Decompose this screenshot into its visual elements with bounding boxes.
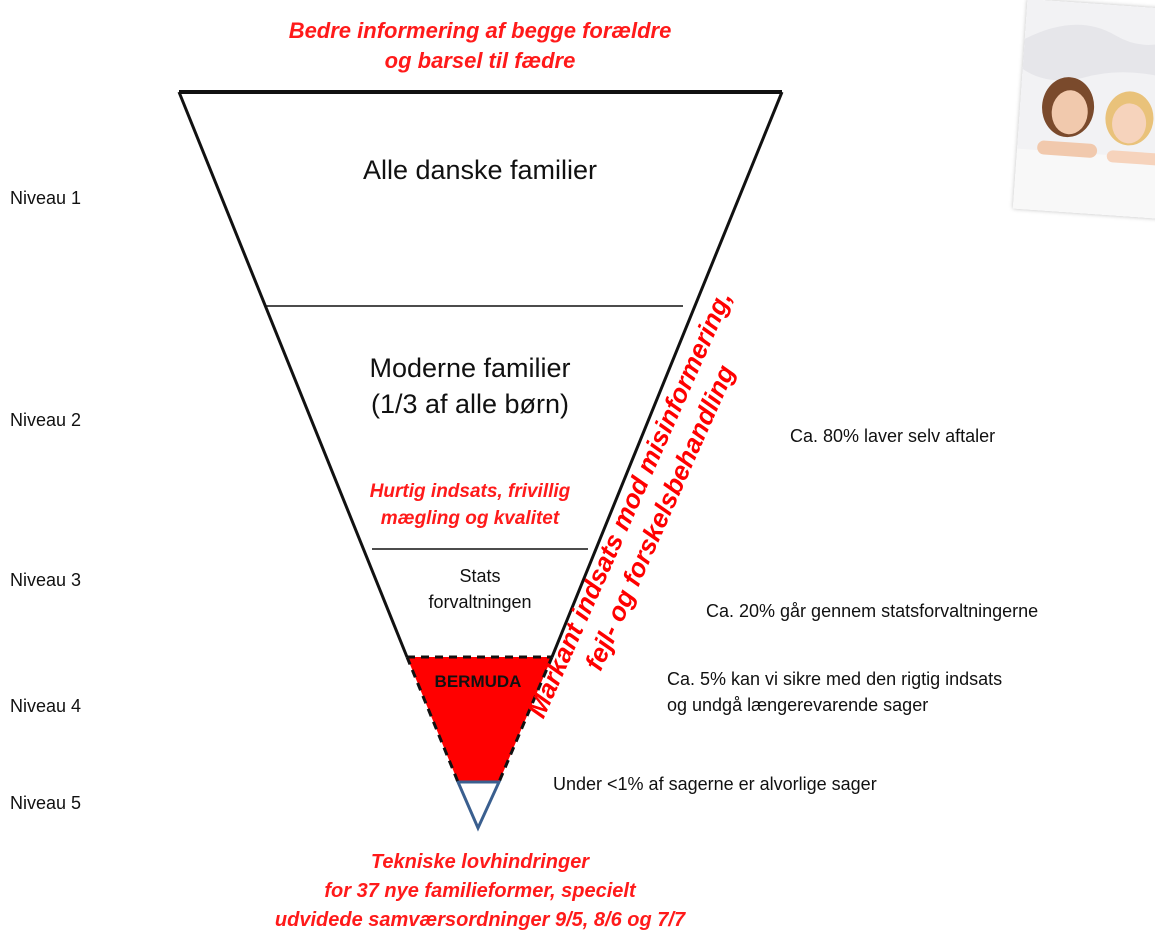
bermuda-label: BERMUDA [434,672,522,691]
bottom-caption-line2: for 37 nye familieformer, specielt [324,880,636,902]
level-3-label: Niveau 3 [10,570,82,590]
level-4-label: Niveau 4 [10,696,82,716]
stat-level4-line1: Ca. 5% kan vi sikre med den rigtig indsa… [667,669,1003,689]
family-photo-illustration [1012,0,1155,219]
section1-label: Alle danske familier [362,155,598,185]
family-photo [1012,0,1155,219]
section2-note-line1: Hurtig indsats, frivillig [369,481,571,502]
bottom-caption-line3: udvidede samværsordninger 9/5, 8/6 og 7/… [274,909,686,931]
level-5-label: Niveau 5 [10,793,82,813]
section2-line2: (1/3 af alle børn) [370,389,570,419]
bottom-caption-line1: Tekniske lovhindringer [370,851,590,873]
stat-level4: Ca. 5% kan vi sikre med den rigtig indsa… [667,666,1002,718]
top-caption: Bedre informering af begge forældre og b… [230,16,730,76]
section3-line2: forvaltningen [428,592,532,612]
bermuda-section [407,657,552,782]
top-caption-line1: Bedre informering af begge forældre [288,18,672,43]
level-1-label: Niveau 1 [10,188,82,208]
funnel-body [179,92,782,830]
section2-label: Moderne familier (1/3 af alle børn) [270,350,670,422]
stat-level3: Ca. 20% går gennem statsforvaltningerne [706,601,1039,621]
section2-note: Hurtig indsats, frivillig mægling og kva… [330,478,610,532]
section3-line1: Stats [459,566,501,586]
section2-note-line2: mægling og kvalitet [380,508,560,529]
stat-level5: Under <1% af sagerne er alvorlige sager [553,774,877,794]
section3-label: Stats forvaltningen [380,563,580,615]
bottom-caption: Tekniske lovhindringer for 37 nye famili… [180,848,780,935]
tip-triangle [455,780,502,832]
stat-level2: Ca. 80% laver selv aftaler [790,426,996,446]
top-caption-line2: og barsel til fædre [384,48,576,73]
section2-line1: Moderne familier [369,353,571,383]
level-2-label: Niveau 2 [10,410,82,430]
stat-level4-line2: og undgå længerevarende sager [667,695,929,715]
